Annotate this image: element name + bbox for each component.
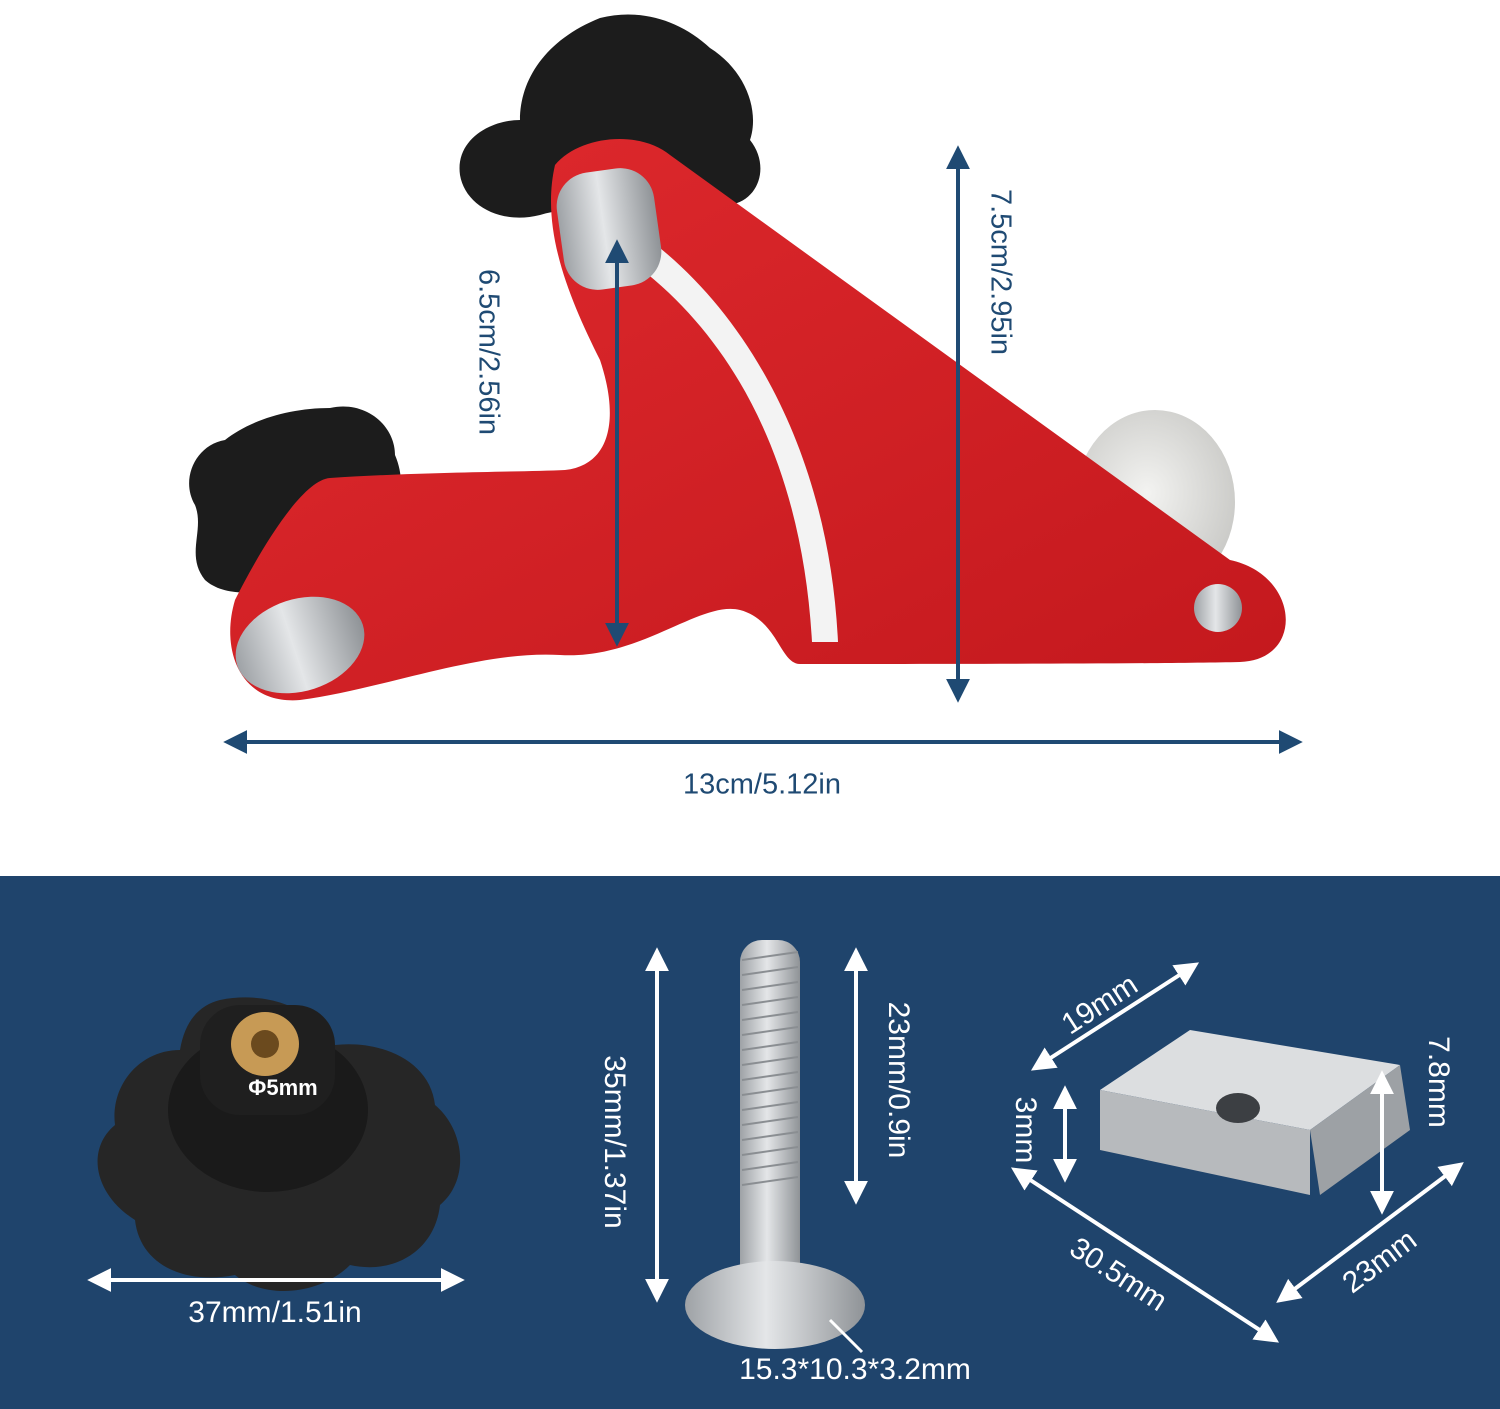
bolt-shaft xyxy=(740,940,800,1290)
slider-height-label: 7.8mm xyxy=(1422,1036,1455,1128)
brass-thread-hole xyxy=(251,1030,279,1058)
knob-thread-label: Φ5mm xyxy=(248,1075,318,1100)
bolt-head-label: 15.3*10.3*3.2mm xyxy=(739,1353,971,1386)
slot-height-label: 6.5cm/2.56in xyxy=(472,268,505,436)
bolt-length-label: 35mm/1.37in xyxy=(598,1055,631,1229)
slider-hole xyxy=(1216,1093,1260,1123)
width-label: 13cm/5.12in xyxy=(683,768,841,801)
left-bolt-head xyxy=(235,596,365,694)
top-bolt-head xyxy=(556,168,662,290)
guide-body xyxy=(230,138,1286,701)
knob-diameter-label: 37mm/1.51in xyxy=(188,1296,362,1329)
slider-length-arrow xyxy=(1010,1167,1280,1343)
slider-depth-arrow xyxy=(1276,1162,1464,1303)
curved-slot xyxy=(640,248,838,642)
knob-illustration xyxy=(97,997,461,1292)
bolt-head xyxy=(685,1261,865,1349)
guide-illustration xyxy=(189,14,1286,701)
bolt-illustration xyxy=(685,940,865,1349)
total-height-label: 7.5cm/2.95in xyxy=(984,188,1017,356)
right-pin xyxy=(1194,584,1242,632)
bolt-head-pointer xyxy=(828,1318,864,1354)
slider-width-arrow xyxy=(1030,962,1200,1071)
slider-step-label: 3mm xyxy=(1009,1096,1042,1164)
bolt-thread-label: 23mm/0.9in xyxy=(882,1001,915,1159)
